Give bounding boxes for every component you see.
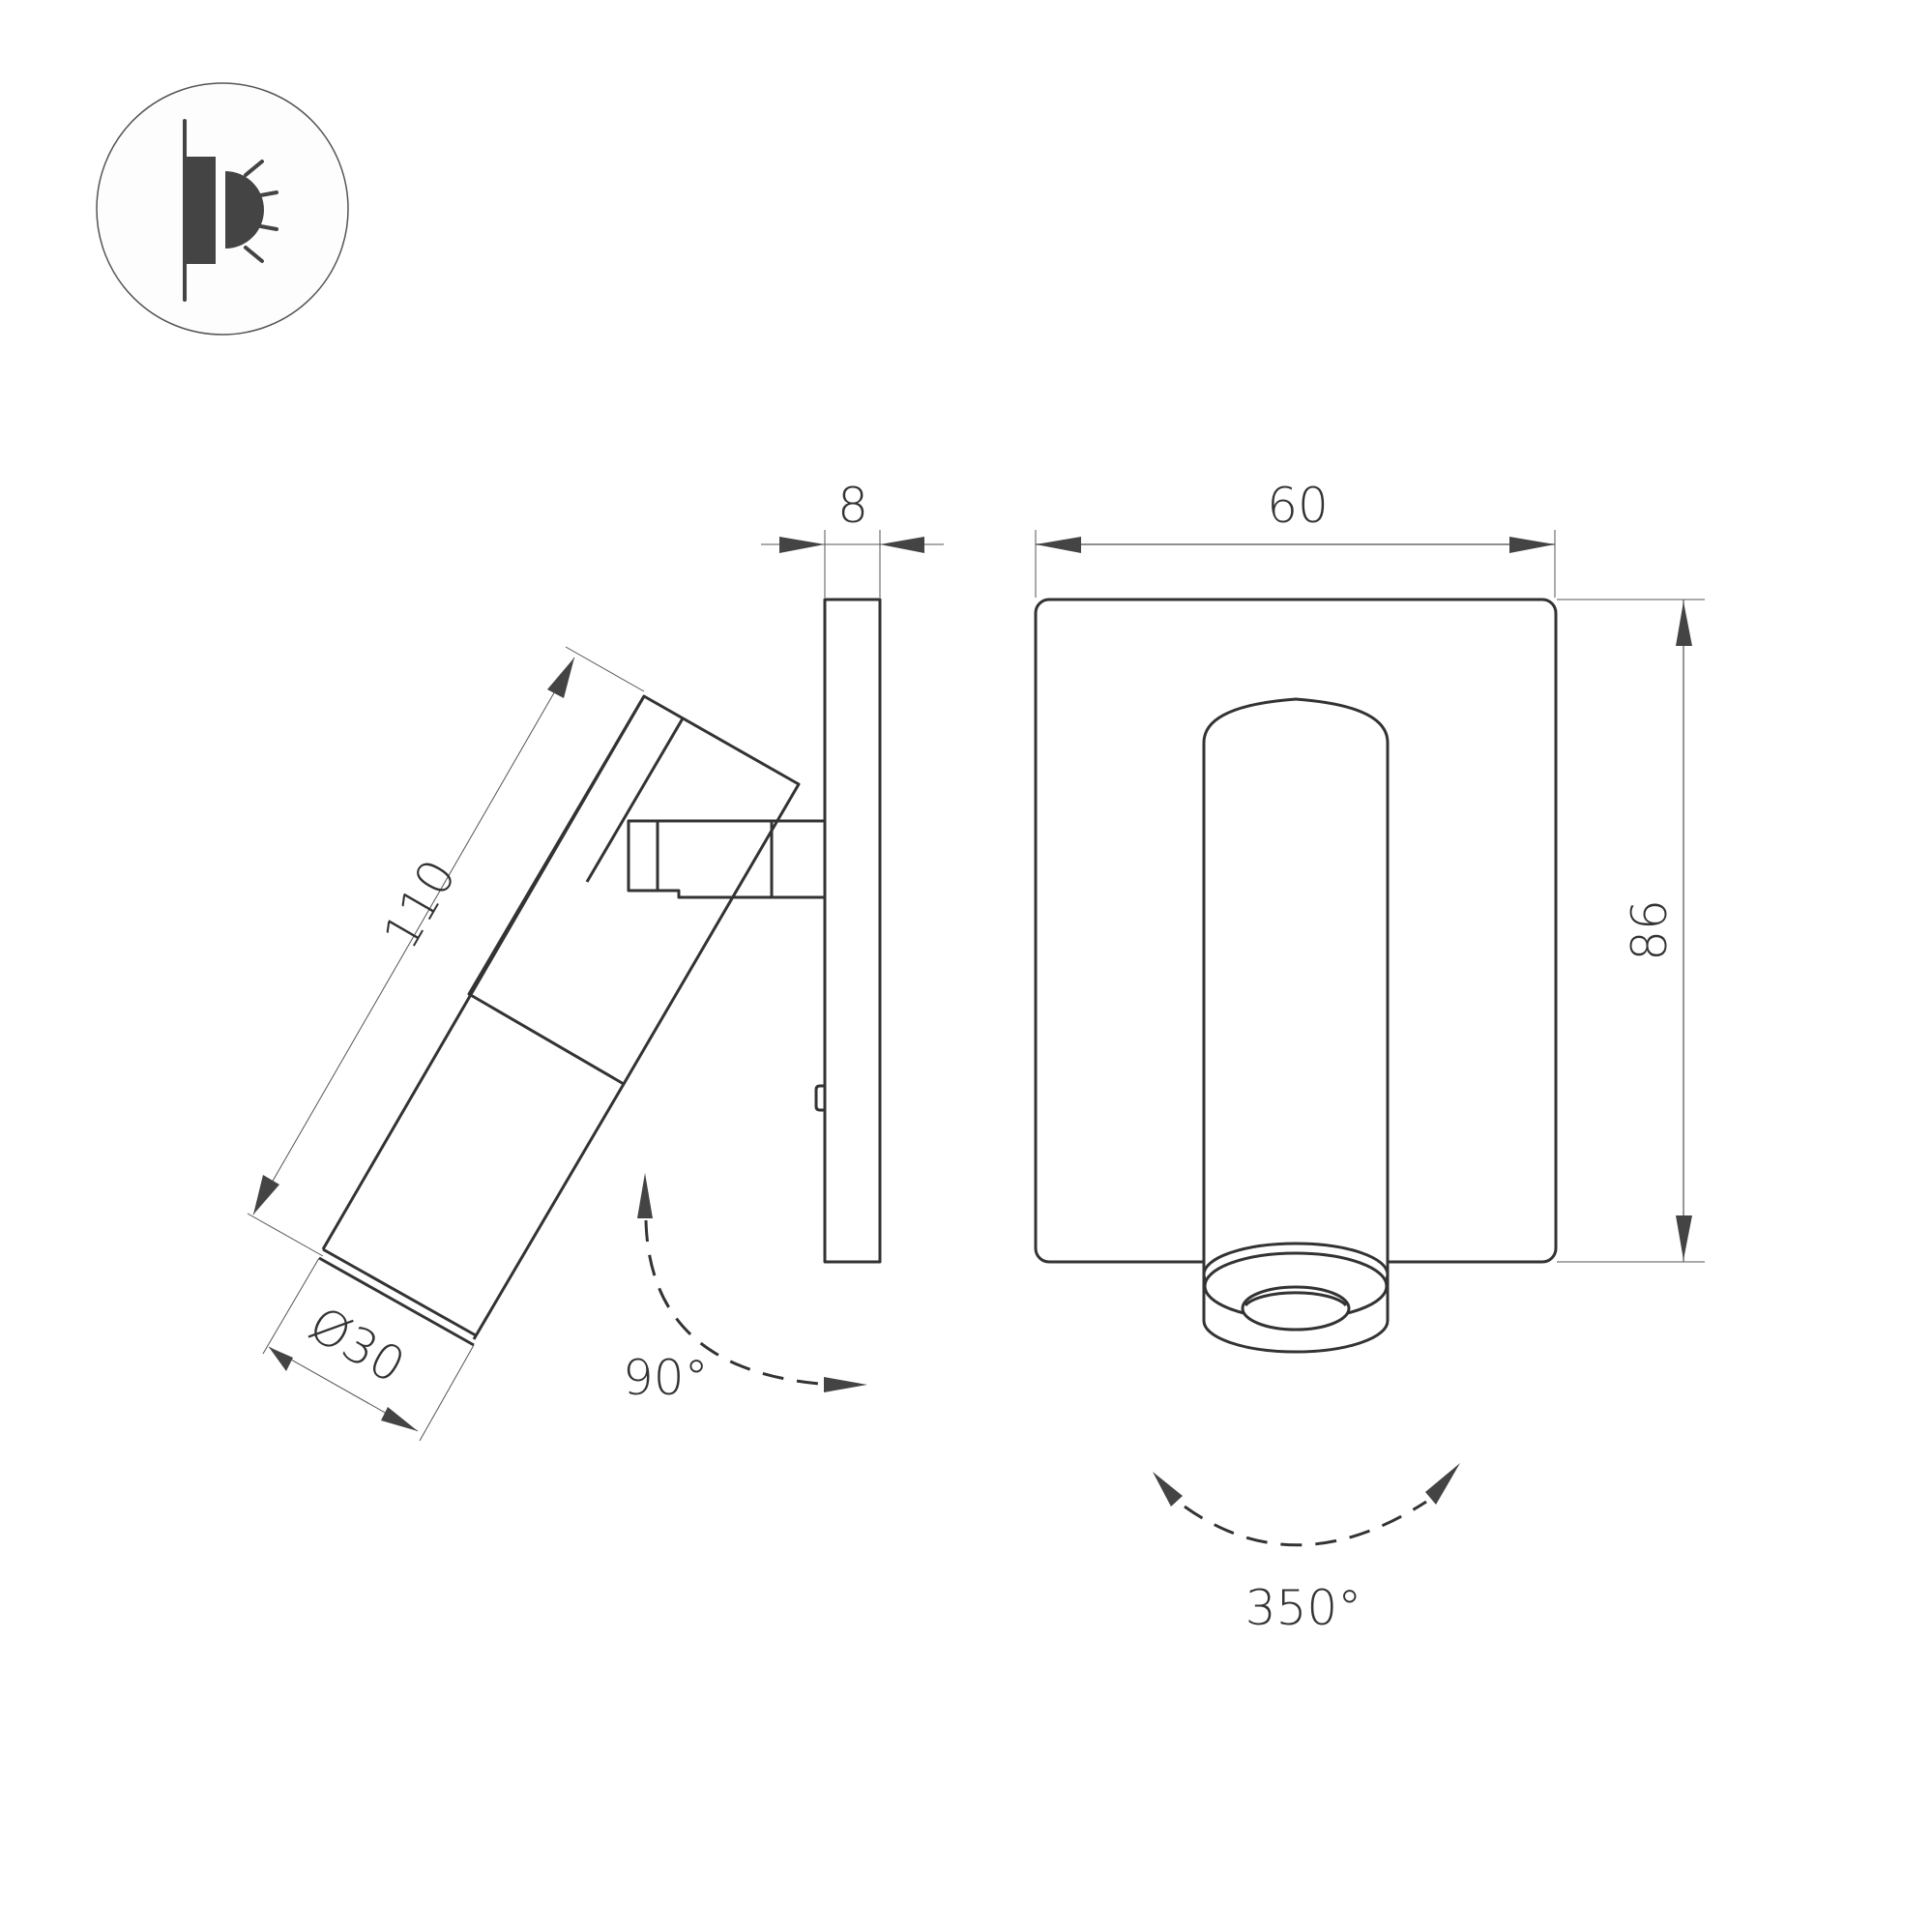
swivel-arc: 350° [1153,1463,1460,1636]
label-plate-width: 60 [1267,478,1329,534]
wall-plate-side [823,598,882,1264]
label-diameter: Ø30 [300,1296,414,1394]
label-plate-thickness: 8 [837,478,868,534]
tilt-arc: 90° [623,1173,867,1406]
dimension-plate-thickness: 8 [761,478,944,598]
label-plate-height: 86 [1622,899,1678,961]
dimension-plate-width: 60 [1035,478,1556,598]
label-arm-length: 110 [372,850,467,958]
lens [1241,1285,1351,1332]
dimension-arm-length: 110 [247,646,645,1257]
lamp-body-tilted [318,695,685,1347]
lamp-cylinder-front [1202,697,1390,1354]
switch-nub [814,1084,825,1112]
wall-mount-light-icon [96,82,349,336]
dimension-plate-height: 86 [1557,599,1705,1263]
pivot-bracket [627,819,825,899]
front-view: 60 86 350° [1034,478,1705,1636]
label-tilt-angle: 90° [623,1350,709,1406]
side-view: 110 Ø30 8 90° [247,478,944,1442]
label-swivel-angle: 350° [1245,1580,1361,1636]
